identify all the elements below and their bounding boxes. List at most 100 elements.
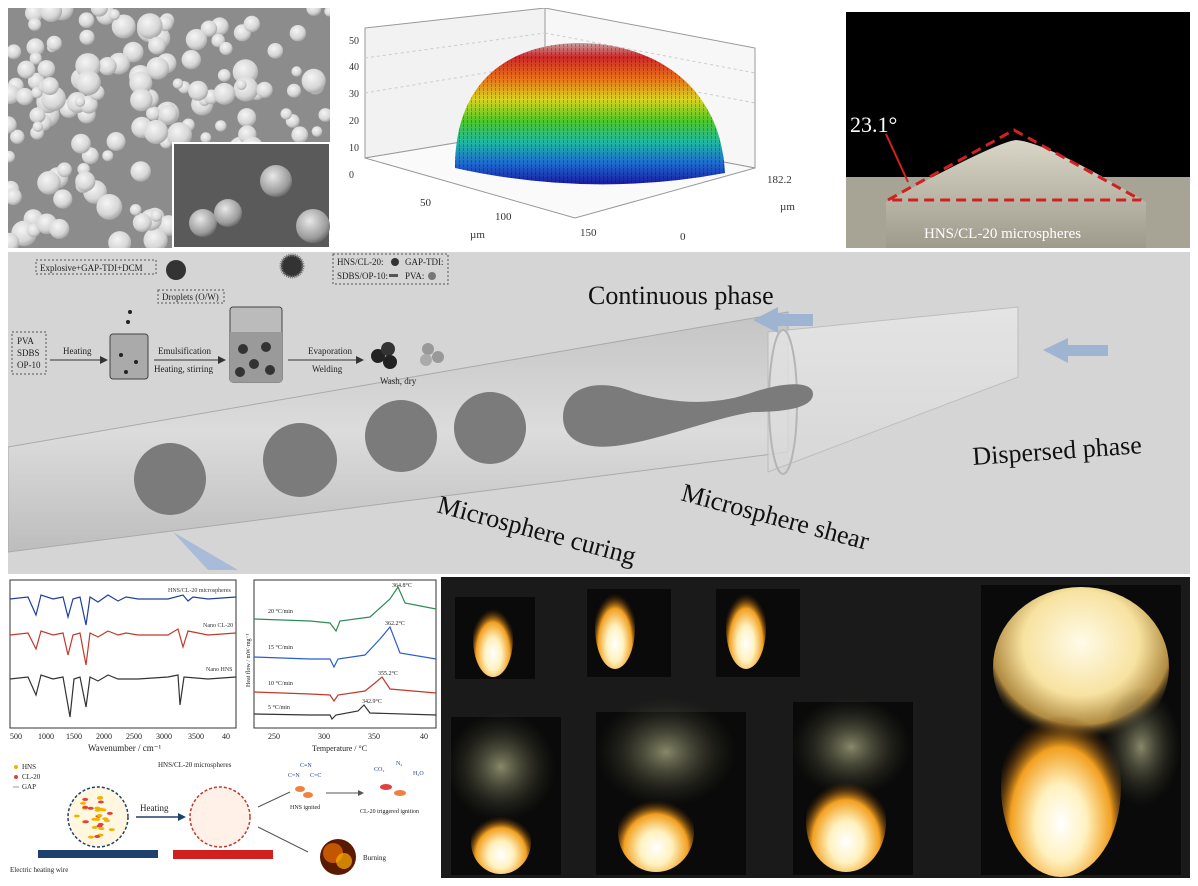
x-tick: 300 bbox=[318, 732, 330, 741]
flow-arrows bbox=[753, 307, 1108, 363]
droplet bbox=[263, 423, 337, 497]
sem-sphere bbox=[57, 162, 72, 178]
x-tick: 3500 bbox=[188, 732, 204, 741]
sem-sphere bbox=[26, 38, 45, 57]
droplet bbox=[134, 443, 206, 515]
sem-sphere bbox=[132, 213, 152, 233]
dsc-chart: Heat flow / mW·mg⁻¹ 20 °C/min 364.8°C 15… bbox=[245, 579, 437, 753]
sem-sphere bbox=[188, 80, 209, 101]
flame-photos-graphic bbox=[446, 585, 1181, 877]
ignition-schematic: HNS/CL-20 microspheres HNS CL-20 GAP Ele… bbox=[8, 757, 438, 878]
hns-ignited-label: HNS ignited bbox=[290, 805, 320, 811]
sem-sphere bbox=[111, 14, 136, 39]
x-tick: 40 bbox=[420, 732, 428, 741]
sem-sphere bbox=[123, 41, 144, 63]
sem-sphere bbox=[106, 132, 126, 151]
sem-sphere bbox=[243, 15, 260, 33]
z-tick: 10 bbox=[349, 143, 359, 154]
droplets bbox=[134, 384, 813, 515]
sem-sphere bbox=[256, 81, 273, 98]
sem-sphere bbox=[291, 66, 302, 77]
ftir-x-ticks: 500 1000 1500 2000 2500 3000 3500 40 bbox=[10, 732, 230, 741]
sem-sphere bbox=[267, 43, 284, 59]
burning-label: Burning bbox=[363, 854, 386, 862]
sem-sphere bbox=[74, 96, 86, 107]
profile-3d-graphic: 0 10 20 30 40 50 50 100 150 µm 0 182.2 µ… bbox=[349, 7, 795, 243]
ignition-graphic: HNS/CL-20 microspheres HNS CL-20 GAP Ele… bbox=[10, 761, 424, 875]
sem-sphere bbox=[185, 28, 208, 51]
sem-sphere bbox=[148, 36, 166, 55]
ftir-line bbox=[9, 674, 237, 718]
flame bbox=[1001, 697, 1121, 877]
sem-sphere bbox=[78, 12, 95, 28]
sem-sphere bbox=[37, 171, 61, 195]
x-tick: 150 bbox=[580, 227, 597, 239]
sem-sphere bbox=[96, 194, 123, 220]
sem-sphere bbox=[146, 57, 169, 80]
sem-sphere bbox=[233, 76, 259, 102]
sem-sphere bbox=[29, 52, 42, 65]
flame-photos-panel bbox=[441, 577, 1190, 878]
x-tick: 500 bbox=[10, 732, 22, 741]
legend-item: GAP bbox=[22, 783, 36, 791]
sem-sphere bbox=[213, 82, 236, 105]
sem-sphere bbox=[17, 60, 36, 79]
sem-sphere bbox=[137, 13, 163, 39]
step-evaporation: Evaporation bbox=[308, 346, 352, 356]
sem-sphere bbox=[8, 116, 17, 134]
ftir-series-label: HNS/CL-20 microspheres bbox=[168, 588, 231, 594]
ftir-series-label: Nano HNS bbox=[206, 667, 233, 673]
x-tick: 40 bbox=[222, 732, 230, 741]
sem-sphere bbox=[32, 121, 43, 132]
sem-sphere bbox=[130, 88, 153, 112]
droplet-icon bbox=[166, 260, 186, 280]
sem-sphere bbox=[71, 133, 91, 154]
box-item: SDBS bbox=[17, 348, 40, 358]
bond-label: C=N bbox=[288, 773, 300, 779]
legend-hns-cl20: HNS/CL-20: bbox=[337, 257, 384, 267]
sem-sphere bbox=[40, 77, 59, 96]
dsc-ylabel: Heat flow / mW·mg⁻¹ bbox=[245, 633, 252, 687]
dsc-series-label: 15 °C/min bbox=[268, 644, 293, 651]
sem-sphere bbox=[8, 44, 22, 60]
sem-sphere bbox=[289, 25, 307, 42]
sem-sphere bbox=[172, 78, 184, 89]
sem-sphere bbox=[237, 108, 257, 127]
sem-sphere bbox=[200, 132, 212, 144]
arrow-icon bbox=[753, 307, 813, 333]
sem-sphere bbox=[108, 9, 120, 21]
flame bbox=[595, 585, 635, 669]
dsc-series-label: 20 °C/min bbox=[268, 608, 293, 615]
sem-sphere bbox=[79, 29, 95, 45]
step-heating-stirring: Heating, stirring bbox=[154, 364, 213, 374]
bond-label: C≡N bbox=[300, 763, 312, 769]
droplets-label: Droplets (O/W) bbox=[162, 292, 219, 302]
x-unit: µm bbox=[470, 229, 485, 241]
dsc-line bbox=[253, 704, 437, 721]
sem-sphere bbox=[219, 41, 233, 56]
microfluidic-graphic: Continuous phase Dispersed phase Microsp… bbox=[8, 281, 1143, 571]
legend-item: CL-20 bbox=[22, 773, 41, 781]
sem-sphere bbox=[8, 150, 15, 163]
sem-microspheres-graphic bbox=[8, 8, 330, 248]
x-tick: 2000 bbox=[96, 732, 112, 741]
y-tick: 0 bbox=[680, 231, 686, 243]
phase1-label: Explosive+GAP-TDI+DCM bbox=[40, 263, 143, 273]
step-wash-dry: Wash, dry bbox=[380, 376, 417, 386]
dsc-peak-label: 342.9°C bbox=[362, 698, 382, 705]
sem-sphere bbox=[130, 161, 151, 182]
ftir-line bbox=[9, 594, 237, 626]
sem-sphere bbox=[144, 119, 169, 145]
x-tick: 100 bbox=[495, 211, 512, 223]
sem-sphere bbox=[76, 70, 101, 96]
profile-3d-panel: 0 10 20 30 40 50 50 100 150 µm 0 182.2 µ… bbox=[335, 7, 835, 248]
sem-sphere bbox=[200, 20, 218, 37]
ftir-series-label: Nano CL-20 bbox=[203, 623, 233, 629]
repose-angle-graphic: 23.1° HNS/CL-20 microspheres bbox=[846, 112, 1190, 248]
dsc-series-label: 5 °C/min bbox=[268, 704, 290, 711]
sem-sphere bbox=[16, 87, 34, 106]
x-tick: 1000 bbox=[38, 732, 54, 741]
sem-sphere bbox=[217, 69, 231, 82]
flame bbox=[473, 601, 513, 677]
sem-sphere bbox=[215, 120, 227, 132]
